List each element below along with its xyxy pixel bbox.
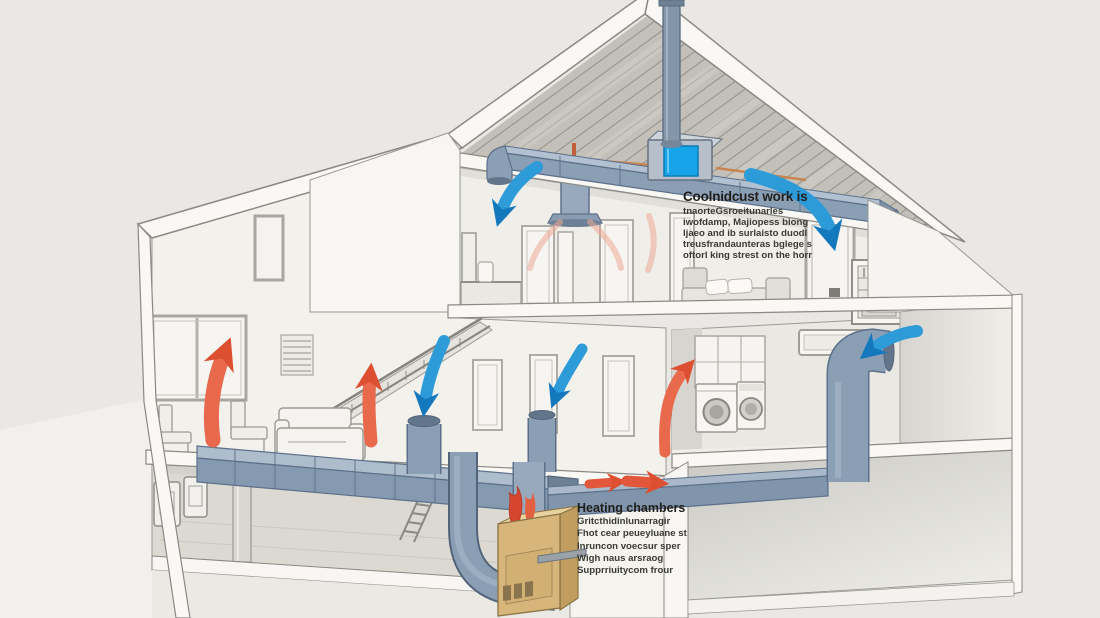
- step-ladder: [399, 499, 433, 543]
- interior-door-1f-1: [472, 359, 503, 431]
- loft-window: [253, 214, 285, 282]
- furnace-flames: [508, 485, 536, 525]
- sofa: [274, 407, 366, 463]
- cooling-line: ljaeo and ib surlaisto duodl: [683, 228, 808, 239]
- gable-wall-left: [309, 132, 461, 313]
- cool-air-arrow-upper-left: [491, 161, 543, 227]
- heating-line: Gritcthidinlunarragir: [577, 516, 671, 527]
- cool-air-arrow-return-c: [859, 325, 923, 360]
- cooling-title: Coolnidcust work is: [683, 189, 808, 204]
- cool-air-arrow-return-b: [548, 343, 588, 409]
- warm-air-arrow-living-1: [203, 337, 234, 448]
- flue-pipe: [658, 0, 685, 148]
- heating-line: Wigh naus arsraog: [577, 552, 664, 564]
- annotation-heating: Heating chambers Gritcthidinlunarragir F…: [577, 501, 687, 577]
- attic: [447, 16, 936, 241]
- cool-air-arrow-return-a: [413, 335, 450, 418]
- support-column: [232, 473, 252, 563]
- side-wall-face: [899, 297, 1015, 456]
- cool-air-arrow-upper-right: [744, 168, 843, 252]
- warm-air-arrow-living-2: [354, 362, 383, 448]
- interior-door-2f-2: [557, 231, 574, 307]
- warm-air-arrow-laundry: [659, 359, 695, 458]
- branch-duct: [547, 475, 829, 518]
- airflow-arrows: [203, 161, 923, 495]
- air-handler: [646, 130, 724, 181]
- heating-line: Fhot cear peueyluane st: [577, 528, 687, 540]
- bed: [681, 267, 791, 311]
- sink: [477, 261, 494, 283]
- air-handler-panel: [663, 145, 699, 177]
- heating-line: Supprriuitycom frour: [577, 565, 673, 577]
- picture-window: [147, 314, 248, 402]
- heating-line: Inruncon voecsur sper: [577, 540, 681, 552]
- window-sill-box: [829, 288, 840, 297]
- cooling-line: oftorl king strest on the horr: [683, 250, 812, 261]
- annotation-cooling: Coolnidcust work is tnaorteGsroeitunarle…: [683, 189, 873, 261]
- interior-door-1f-3: [602, 355, 635, 437]
- ground-shading: [0, 400, 178, 618]
- interior-door-2f-1: [521, 225, 555, 309]
- cooling-line: tnaorteGsroeitunarles: [683, 206, 784, 217]
- warm-air-arcs: [527, 213, 657, 273]
- supply-riser-a: [406, 415, 442, 474]
- warm-air-arrow-trunk-2: [621, 470, 670, 495]
- furnace: [497, 485, 587, 617]
- furnace-vents: [503, 581, 533, 601]
- cooling-line: treusfrandaunteras bglege s: [683, 239, 813, 250]
- heating-title: Heating chambers: [577, 501, 686, 515]
- clothes-dryer: [736, 381, 766, 430]
- left-wall-band: [137, 222, 191, 618]
- armchair-2: [230, 400, 268, 452]
- washing-machine: [695, 383, 738, 433]
- electrical-panel-2: [183, 476, 208, 518]
- furnace-handle: [537, 548, 587, 564]
- flue-cap: [658, 0, 685, 7]
- warm-air-arrow-trunk-1: [584, 472, 627, 493]
- louver-vent: [280, 334, 314, 376]
- cooling-line: iwofdamp, Majiopess biong: [683, 217, 809, 228]
- right-wall-band: [1011, 293, 1023, 595]
- wall-cabinets: [694, 335, 766, 389]
- basement-bottom-band: [687, 581, 1015, 615]
